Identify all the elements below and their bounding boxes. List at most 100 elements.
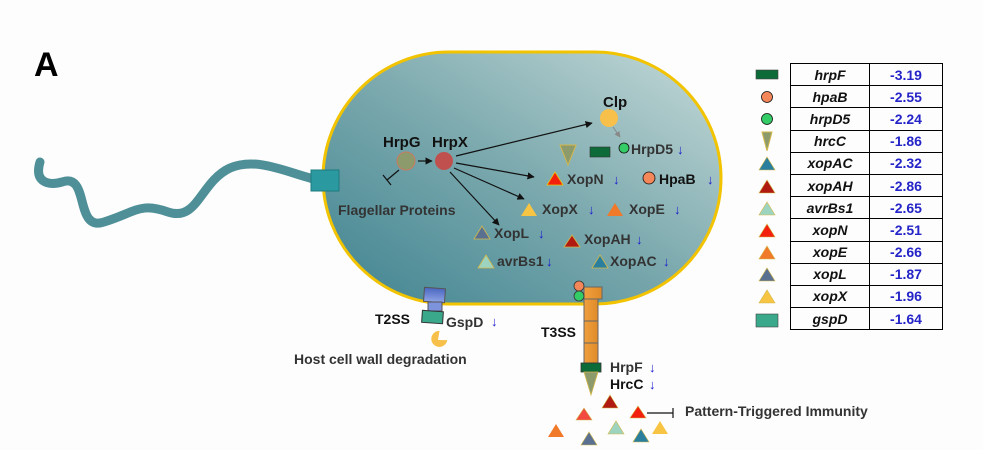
flagellum bbox=[34, 157, 323, 228]
legend-row: hpaB-2.55 bbox=[752, 85, 943, 109]
gspd-down-arrow: ↓ bbox=[491, 314, 498, 329]
legend-symbol-cell bbox=[752, 152, 791, 174]
legend-row: xopN-2.51 bbox=[752, 218, 943, 242]
fold-change-value: -1.64 bbox=[869, 307, 943, 331]
tri-down-symbol-icon bbox=[761, 131, 773, 152]
t3ss-apparatus bbox=[573, 280, 603, 397]
secreted-xopah bbox=[601, 394, 619, 409]
tri-up-symbol-icon bbox=[758, 289, 776, 304]
hrcc-symbol bbox=[559, 144, 577, 167]
avrBs1-legend-mark bbox=[758, 201, 776, 216]
panel-label: A bbox=[34, 46, 59, 84]
cell-wall-enzyme-icon bbox=[431, 330, 448, 347]
legend-symbol-cell bbox=[752, 263, 791, 285]
xopx-down-arrow: ↓ bbox=[588, 202, 595, 217]
xope-down-arrow: ↓ bbox=[674, 202, 681, 217]
legend-symbol-cell bbox=[752, 241, 791, 263]
secreted-effectors bbox=[548, 394, 668, 446]
legend-row: hrcC-1.86 bbox=[752, 129, 943, 153]
hrpf-symbol bbox=[589, 146, 611, 158]
fold-change-value: -1.86 bbox=[869, 129, 943, 153]
xopac-label: XopAC bbox=[610, 253, 657, 269]
clp-label: Clp bbox=[603, 94, 627, 111]
fold-change-value: -2.24 bbox=[869, 107, 943, 131]
flagellar-proteins-label: Flagellar Proteins bbox=[338, 202, 456, 218]
hrpd5-down-arrow: ↓ bbox=[677, 142, 684, 157]
legend-symbol-cell bbox=[752, 130, 791, 152]
gspD-legend-mark bbox=[755, 313, 779, 327]
tri-up-symbol-icon bbox=[758, 201, 776, 216]
legend-symbol-cell bbox=[752, 86, 791, 108]
avrbs1-symbol bbox=[477, 254, 495, 269]
xopx-label: XopX bbox=[542, 201, 578, 217]
xopAH-legend-mark bbox=[758, 178, 776, 193]
t2ss-label: T2SS bbox=[375, 311, 410, 327]
rect-symbol-icon bbox=[755, 313, 779, 327]
hrpx-to-xopx bbox=[453, 167, 525, 200]
hpaB-legend-mark bbox=[761, 90, 773, 103]
fold-change-value: -2.66 bbox=[869, 240, 943, 264]
hrpf-down-arrow: ↓ bbox=[649, 360, 656, 375]
gene-name: gspD bbox=[790, 307, 870, 331]
fold-change-value: -2.86 bbox=[869, 173, 943, 198]
xopx-symbol bbox=[521, 203, 537, 216]
gene-name: xopE bbox=[790, 240, 870, 264]
legend-row: xopL-1.87 bbox=[752, 262, 943, 286]
xopAC-legend-mark bbox=[758, 156, 776, 171]
legend-row: avrBs1-2.65 bbox=[752, 196, 943, 220]
secreted-xopn-light bbox=[575, 407, 593, 421]
fold-change-value: -2.55 bbox=[869, 85, 943, 109]
xopl-label: XopL bbox=[494, 225, 529, 241]
gene-name: hrcC bbox=[790, 129, 870, 153]
avrbs1-down-arrow: ↓ bbox=[546, 254, 553, 269]
hrpx-label: HrpX bbox=[432, 134, 468, 151]
hrcC-legend-mark bbox=[761, 131, 773, 152]
hpab-label: HpaB bbox=[659, 171, 696, 187]
tri-up-symbol-icon bbox=[758, 156, 776, 171]
xopac-down-arrow: ↓ bbox=[663, 254, 670, 269]
hrpd5-label: HrpD5 bbox=[631, 141, 673, 157]
legend-symbol-cell bbox=[752, 108, 791, 130]
legend-symbol-cell bbox=[752, 174, 791, 196]
secreted-avrbs1 bbox=[607, 420, 625, 435]
secreted-xopn bbox=[629, 405, 647, 419]
hpab-down-arrow: ↓ bbox=[707, 172, 714, 187]
clp-node bbox=[600, 109, 618, 127]
xope-symbol bbox=[607, 203, 623, 216]
xopn-label: XopN bbox=[567, 171, 604, 187]
tri-up-symbol-icon bbox=[758, 178, 776, 193]
tri-up-symbol-icon bbox=[758, 245, 776, 260]
hrpd5-symbol bbox=[618, 142, 630, 154]
gene-name: xopL bbox=[790, 262, 870, 286]
secreted-xope bbox=[548, 424, 564, 437]
hrcc-down-arrow: ↓ bbox=[649, 377, 656, 392]
xopah-symbol bbox=[563, 234, 581, 248]
xopN-legend-mark bbox=[758, 223, 776, 238]
xopah-down-arrow: ↓ bbox=[636, 232, 643, 247]
circle-symbol-icon bbox=[761, 90, 773, 103]
xopX-legend-mark bbox=[758, 289, 776, 304]
xopL-legend-mark bbox=[758, 267, 776, 282]
legend-symbol-cell bbox=[752, 197, 791, 219]
xopn-down-arrow: ↓ bbox=[613, 172, 620, 187]
hpab-symbol bbox=[642, 171, 656, 185]
hrpx-to-xopn bbox=[455, 162, 535, 180]
secreted-xopac bbox=[632, 428, 650, 443]
legend-symbol-cell bbox=[752, 285, 791, 307]
clp-to-hrpd5 bbox=[612, 126, 621, 138]
hrpg-inhibits-flagellar bbox=[386, 169, 400, 181]
legend-row: xopAH-2.86 bbox=[752, 173, 943, 198]
gspd-label: GspD bbox=[446, 314, 483, 330]
gene-name: hrpF bbox=[790, 62, 870, 87]
fold-change-value: -2.65 bbox=[869, 196, 943, 220]
pti-label: Pattern-Triggered Immunity bbox=[685, 403, 868, 419]
tri-up-symbol-icon bbox=[758, 267, 776, 282]
legend-row: hrpD5-2.24 bbox=[752, 107, 943, 131]
hrpg-node bbox=[396, 151, 416, 171]
hrpx-to-clp bbox=[455, 121, 593, 157]
xopE-legend-mark bbox=[758, 245, 776, 260]
fold-change-value: -1.96 bbox=[869, 284, 943, 309]
secreted-xopx bbox=[652, 421, 668, 434]
hrpg-label: HrpG bbox=[383, 134, 421, 151]
